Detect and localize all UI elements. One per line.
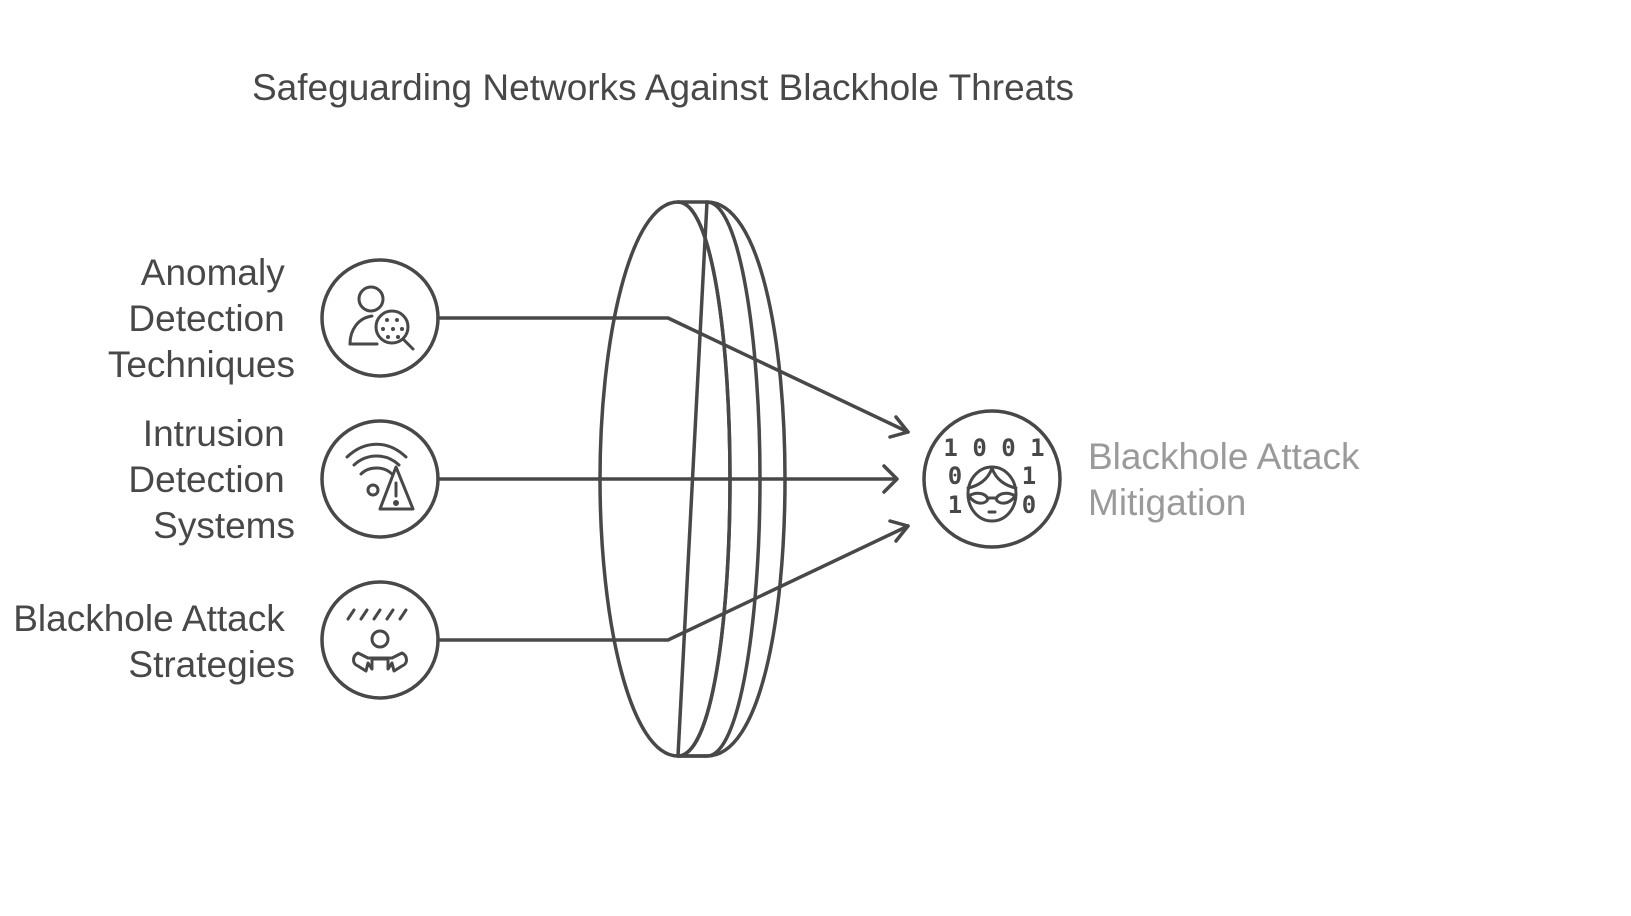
svg-text:1: 1 [948,491,962,519]
strategies-label: Blackhole Attack Strategies [13,598,295,685]
target-circle [922,409,1062,549]
target-attack-mitigation: 1 0 0 1 0 1 1 0 Blackhole Attack Mitigat… [922,409,1370,549]
person-rain-icon [346,608,408,673]
input-attack-strategies: Blackhole Attack Strategies [13,580,440,700]
binary-hacker-icon: 1 0 0 1 0 1 1 0 [943,434,1045,523]
svg-text:0: 0 [948,462,962,490]
input-anomaly-detection: Anomaly Detection Techniques [108,252,440,385]
connectors [436,316,910,642]
anomaly-label: Anomaly Detection Techniques [108,252,295,385]
anomaly-circle [320,258,440,378]
input-intrusion-detection: Intrusion Detection Systems [128,413,440,546]
svg-text:1 0 0 1: 1 0 0 1 [943,434,1044,462]
connector-anomaly [436,316,910,434]
strategies-circle [320,580,440,700]
connector-strategies [436,524,910,642]
arrowhead-strategies [888,519,910,543]
wifi-warning-icon [345,442,415,511]
diagram-title: Safeguarding Networks Against Blackhole … [252,67,1074,108]
svg-text:0: 0 [1022,491,1036,519]
arrowhead-intrusion [882,464,899,494]
user-search-icon [348,285,415,351]
intrusion-circle [320,419,440,539]
intrusion-label: Intrusion Detection Systems [128,413,295,546]
target-label: Blackhole Attack Mitigation [1088,436,1370,523]
svg-text:1: 1 [1022,462,1036,490]
arrowhead-anomaly [888,415,910,439]
